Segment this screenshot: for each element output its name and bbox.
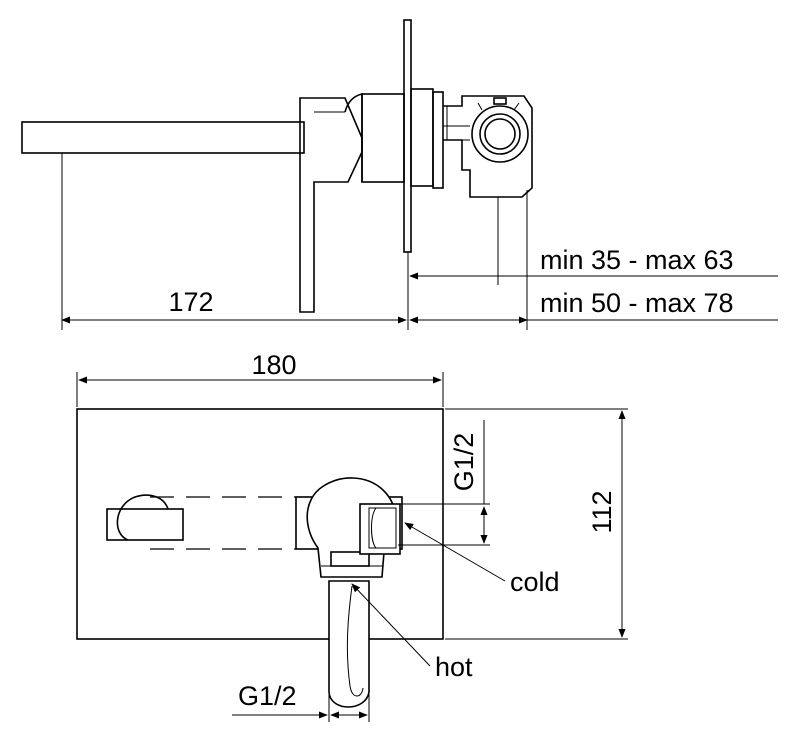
- dim-label-g12-top: G1/2: [449, 433, 479, 492]
- callout-hot: hot: [435, 652, 473, 682]
- in-wall-box: [443, 95, 533, 198]
- cold-connector: [359, 503, 401, 555]
- inlet-ring-mid: [479, 113, 521, 155]
- wall-plate: [403, 19, 412, 253]
- mixer-cartridge: [361, 93, 405, 183]
- dim-label-180: 180: [251, 350, 296, 380]
- inlet-ring-outer: [471, 105, 529, 163]
- callout-cold: cold: [510, 567, 560, 597]
- flange: [432, 91, 444, 189]
- inlet-ring-inner: [484, 118, 516, 150]
- leader-hot: [351, 583, 431, 667]
- leader-cold: [404, 522, 506, 582]
- mounting-nut: [410, 88, 434, 187]
- dim-label-112: 112: [587, 490, 617, 533]
- lever: [328, 580, 370, 708]
- dim-label-min50: min 50 - max 78: [540, 288, 734, 318]
- front-view: 180 112 G1/2 G1/2: [76, 350, 628, 722]
- dim-label-g12-bottom: G1/2: [238, 681, 297, 711]
- front-plate: [76, 408, 444, 640]
- handle-lever: [299, 97, 363, 313]
- spout-outlet: [106, 508, 184, 541]
- dim-label-min35: min 35 - max 63: [540, 245, 734, 275]
- spout: [21, 121, 305, 154]
- side-view: 172 min 35 - max 63 min 50 - max 78: [21, 19, 778, 330]
- dim-label-172: 172: [168, 287, 213, 317]
